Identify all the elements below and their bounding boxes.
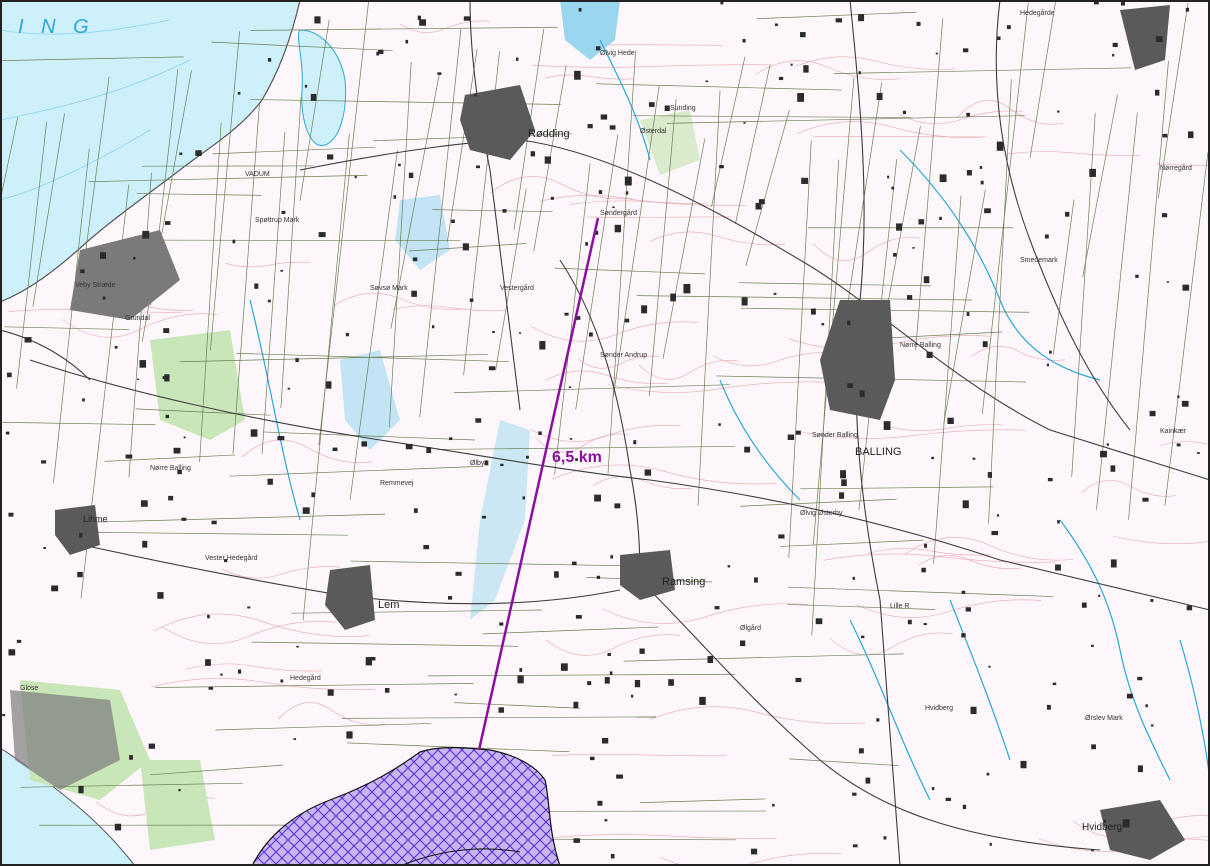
- place-label: Sunding: [670, 105, 696, 112]
- place-label: Ørslev Mark: [1085, 715, 1123, 722]
- zone-boundary-line: [399, 848, 521, 866]
- water-label: I N G: [18, 16, 95, 38]
- place-label: Remmevej: [380, 480, 414, 487]
- place-label: Nørregård: [1160, 164, 1192, 172]
- settlement-south-coast: [10, 690, 120, 790]
- depth-contours: [0, 19, 191, 201]
- town-label-balling: BALLING: [855, 446, 901, 458]
- place-label: Hedegård: [290, 674, 321, 682]
- hatched-zone[interactable]: [251, 747, 561, 866]
- settlement-ramsing: [620, 550, 675, 600]
- measurement-label: 6,5 km: [552, 449, 602, 466]
- lake: [297, 29, 347, 146]
- place-label: Søndergård: [600, 209, 637, 217]
- settlement-north: [1120, 5, 1170, 70]
- place-label: Nørre Balling: [900, 342, 941, 349]
- place-label: Grundal: [125, 315, 150, 322]
- field-boundaries: [0, 0, 1209, 841]
- settlements: [10, 5, 1185, 860]
- place-label: Lille R: [890, 603, 909, 610]
- sea-area: [0, 0, 301, 303]
- place-label: Glose: [20, 685, 38, 692]
- place-label: Sønder Balling: [812, 432, 858, 439]
- town-label-lem: Lem: [378, 599, 399, 611]
- town-label-rodding: Rødding: [528, 128, 570, 140]
- place-label: Nørre Balling: [150, 465, 191, 472]
- place-label: VADUM: [245, 171, 270, 178]
- town-label-ramsing: Ramsing: [662, 576, 705, 588]
- settlement-rodding: [460, 85, 535, 160]
- place-label: Smedemark: [1020, 257, 1058, 264]
- settlement-lihme: [55, 505, 100, 555]
- settlement-lem: [325, 565, 375, 630]
- settlement-coast: [70, 230, 180, 320]
- place-label: Ølvig Østerby: [800, 510, 843, 517]
- town-label-hvidberg: Hvidberg: [1082, 822, 1122, 833]
- place-label: Ølby: [470, 460, 485, 467]
- place-label: Veby Stræde: [75, 282, 116, 289]
- place-label: Ølgård: [740, 624, 761, 632]
- measurement-line[interactable]: [477, 217, 600, 751]
- place-label: Sønder Andrup: [600, 352, 647, 359]
- place-label: Hvidberg: [925, 705, 953, 712]
- wetlands: [340, 0, 620, 620]
- settlement-balling: [820, 300, 895, 420]
- settlement-hvidberg: [1100, 800, 1185, 860]
- place-label: Østerdal: [640, 128, 667, 135]
- place-label: Spøttrup Mark: [255, 217, 300, 224]
- place-label: Ølvig Hede: [600, 50, 635, 57]
- town-label-lihme: Lihme: [83, 514, 108, 524]
- place-label: Hedegårde: [1020, 9, 1055, 17]
- place-label: Vestergård: [500, 284, 534, 292]
- place-label: Vester Hedegård: [205, 554, 258, 562]
- place-label: Kainkær: [1160, 428, 1187, 435]
- place-label: Søvsø Mark: [370, 285, 408, 292]
